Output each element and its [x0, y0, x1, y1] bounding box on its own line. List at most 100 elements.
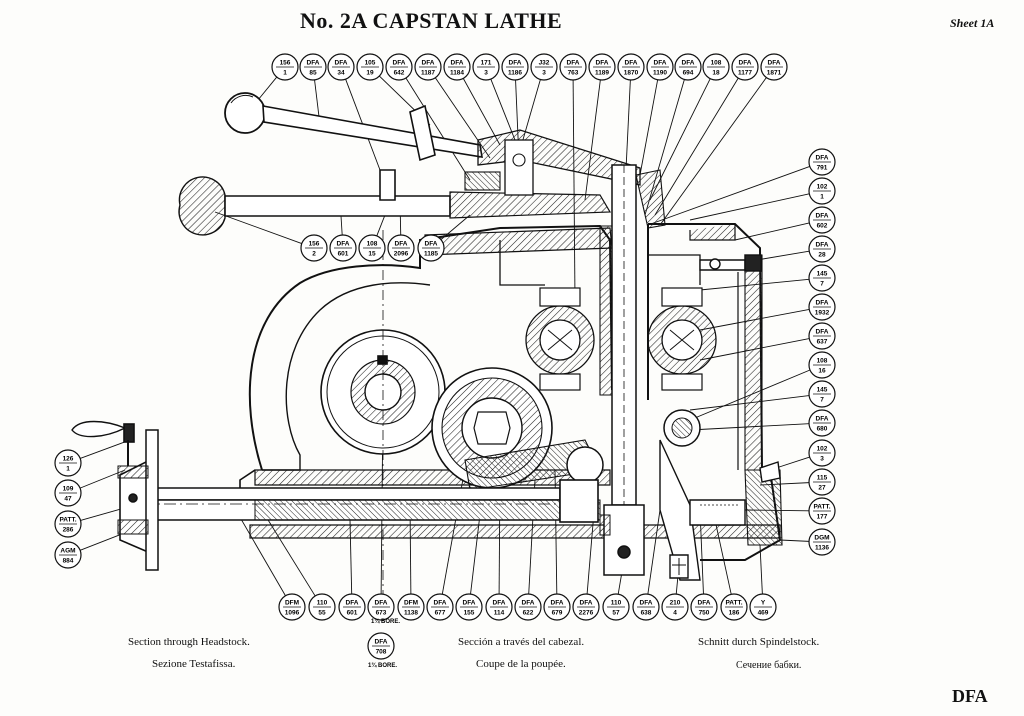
callout-number: 680: [817, 426, 828, 433]
callout-code: DFA: [816, 416, 829, 423]
leader-line: [462, 78, 501, 146]
callout-number: 177: [817, 514, 828, 521]
callout-code: DFA: [768, 60, 781, 67]
callout-code: DFA: [375, 639, 388, 646]
right-mechanism: [659, 254, 781, 581]
bore-note: 1¾ BORE.: [368, 662, 397, 669]
callout-number: 2: [312, 251, 316, 258]
callout-code: DFA: [816, 242, 829, 249]
callout-code: DFA: [625, 60, 638, 67]
callout-code: PATT.: [59, 517, 76, 524]
callout-code: 156: [280, 60, 291, 67]
callout-code: DFM: [404, 600, 418, 607]
leader-line: [584, 79, 601, 201]
callout-code: DFA: [596, 60, 609, 67]
operating-levers: [178, 92, 641, 236]
leader-line: [490, 78, 516, 141]
callout-code: 126: [63, 456, 74, 463]
callout-number: 2096: [394, 251, 409, 258]
leader-line: [734, 222, 810, 241]
callout-code: DFA: [816, 300, 829, 307]
callout-number: 1: [66, 466, 70, 473]
callout-bubble: PATT.186: [720, 593, 748, 621]
caption-german: Schnitt durch Spindelstock.: [698, 636, 820, 648]
callout-number: 34: [337, 70, 345, 77]
callout-code: DFA: [816, 329, 829, 336]
callout-number: 673: [376, 610, 387, 617]
callout-number: 186: [729, 610, 740, 617]
callout-number: 1186: [508, 70, 522, 77]
callout-code: DFA: [395, 241, 408, 248]
callout-code: DFA: [393, 60, 406, 67]
callout-number: 601: [338, 251, 349, 258]
leader-line: [572, 79, 576, 301]
callout-number: 601: [347, 610, 358, 617]
vertical-shaft: [603, 164, 666, 576]
callout-code: DFA: [337, 241, 350, 248]
leader-line: [257, 76, 278, 101]
callout-number: 85: [309, 70, 317, 77]
callout-number: 679: [552, 610, 563, 617]
callout-code: DFA: [522, 600, 535, 607]
callout-code: DFA: [698, 600, 711, 607]
leader-line: [405, 77, 471, 181]
leader-line: [759, 544, 763, 595]
callout-number: 155: [464, 610, 475, 617]
leader-line: [654, 77, 739, 216]
callout-number: 1096: [285, 610, 300, 617]
callout-code: 102: [817, 446, 828, 453]
callout-code: DFA: [816, 155, 829, 162]
callout-number: 1: [283, 70, 287, 77]
callout-code: 105: [365, 60, 376, 67]
gear-train: [320, 230, 717, 600]
callout-number: 469: [758, 610, 769, 617]
callout-bubble: DFA 673: [367, 593, 395, 621]
callout-number: 1932: [815, 310, 830, 317]
callout-code: DFA: [580, 600, 593, 607]
callout-code: DFM: [285, 600, 299, 607]
callout-code: 109: [63, 486, 74, 493]
caption-spanish: Sección a través del cabezal.: [458, 636, 585, 648]
callout-number: 638: [641, 610, 652, 617]
callout-number: 286: [63, 527, 74, 534]
sheet-number: Sheet 1A: [950, 16, 995, 30]
callout-number: 57: [612, 610, 620, 617]
callout-number: 677: [435, 610, 446, 617]
callout-number: 1: [820, 194, 824, 201]
callout-code: DFA: [451, 60, 464, 67]
callout-number: 694: [683, 70, 694, 77]
callout-number: 637: [817, 339, 828, 346]
callout-code: DFA: [682, 60, 695, 67]
callout-code: DFA: [375, 600, 388, 607]
callout-bubble: DFA 637: [808, 322, 836, 350]
callout-number: 7: [820, 397, 824, 404]
callout-number: 27: [818, 485, 826, 492]
callout-code: DFA: [463, 600, 476, 607]
caption-english: Section through Headstock.: [128, 636, 250, 648]
